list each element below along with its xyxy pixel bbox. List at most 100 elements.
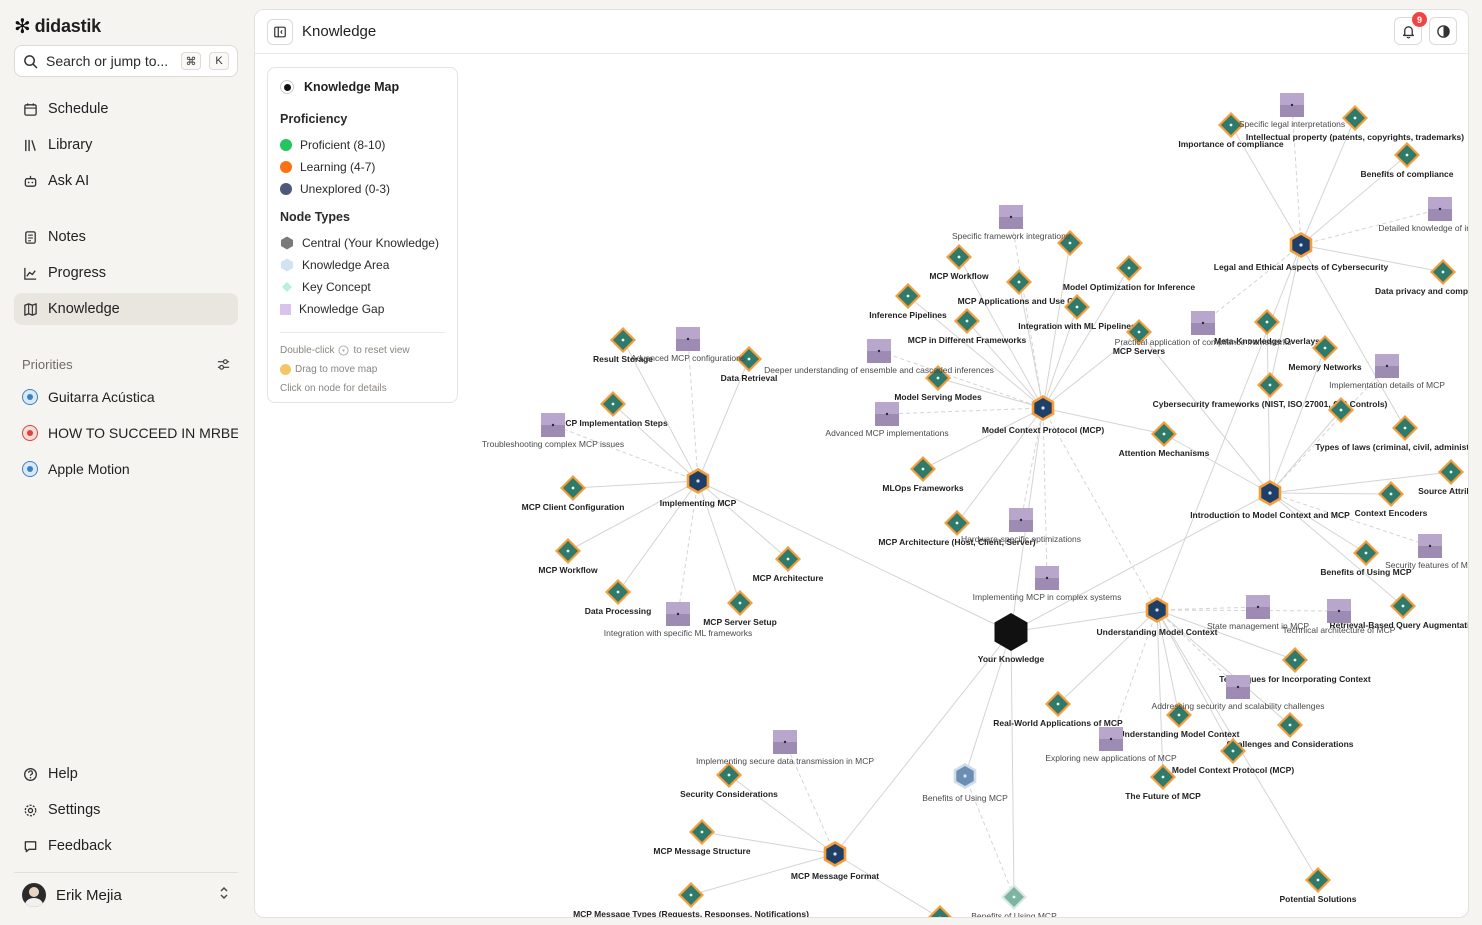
graph-node-concept[interactable]: Intellectual property (patents, copyrigh… <box>1246 105 1464 142</box>
nav-feedback[interactable]: Feedback <box>14 830 238 862</box>
graph-node-gap[interactable]: Addressing security and scalability chal… <box>1152 675 1325 711</box>
graph-node-gap[interactable]: Detailed knowledge of internati... <box>1378 197 1469 233</box>
graph-node-concept[interactable]: Attention Mechanisms <box>1119 421 1210 458</box>
graph-node-concept[interactable]: Security Considerations <box>680 762 778 799</box>
graph-node-gap[interactable]: State management in MCP <box>1207 595 1309 631</box>
graph-node-concept[interactable]: MCP Architecture <box>753 546 824 583</box>
theme-toggle-button[interactable] <box>1429 17 1457 45</box>
legend-title-text: Knowledge Map <box>304 80 400 94</box>
graph-node-concept[interactable]: MCP Client Configuration <box>522 475 625 512</box>
nav-help[interactable]: Help <box>14 758 238 790</box>
graph-node-concept[interactable] <box>1057 230 1083 256</box>
gap-square-highlight <box>1327 599 1351 611</box>
priority-item-apple-motion[interactable]: Apple Motion <box>14 454 238 484</box>
graph-node-area[interactable]: Understanding Model Context <box>1097 597 1218 637</box>
graph-node-concept[interactable]: Data privacy and compliance (G... <box>1375 259 1469 296</box>
graph-node-concept[interactable]: Real-World Applications of MCP <box>993 691 1123 728</box>
nav-library[interactable]: Library <box>14 129 238 161</box>
graph-node-concept[interactable] <box>927 905 953 918</box>
graph-node-concept[interactable]: Challenges and Considerations <box>1226 712 1354 749</box>
graph-node-concept[interactable]: Techniques for Incorporating Context <box>1219 647 1371 684</box>
graph-node-concept[interactable]: Meta-Knowledge Overlays <box>1214 309 1320 346</box>
graph-node-concept[interactable]: Integration with ML Pipelines <box>1018 294 1136 331</box>
graph-node-concept[interactable]: MCP Architecture (Host, Client, Server) <box>878 510 1036 547</box>
graph-node-concept[interactable]: Importance of compliance <box>1178 112 1284 149</box>
graph-node-gap[interactable]: Specific legal interpretations <box>1239 93 1345 129</box>
graph-node-concept[interactable]: Potential Solutions <box>1280 867 1357 904</box>
graph-node-area[interactable]: Introduction to Model Context and MCP <box>1190 480 1350 520</box>
graph-edge <box>697 358 750 482</box>
graph-node-gap[interactable]: Technical architecture of MCP <box>1283 599 1396 635</box>
graph-node-concept[interactable]: Cybersecurity frameworks (NIST, ISO 2700… <box>1153 372 1388 409</box>
graph-node-central[interactable]: Your Knowledge <box>978 613 1045 664</box>
graph-node-concept[interactable]: Memory Networks <box>1288 335 1362 372</box>
nav-progress[interactable]: Progress <box>14 257 238 289</box>
graph-node-concept[interactable]: MCP Workflow <box>538 538 598 575</box>
graph-node-concept[interactable]: MLOps Frameworks <box>882 456 964 493</box>
graph-node-concept[interactable]: MCP Server Setup <box>703 590 777 627</box>
graph-node-concept[interactable]: Retrieval-Based Query Augmentati... <box>1329 593 1469 630</box>
graph-node-area_light[interactable]: Benefits of Using MCP <box>922 763 1008 803</box>
graph-node-gap[interactable]: Integration with specific ML frameworks <box>604 602 753 638</box>
graph-node-gap[interactable]: Security features of M... <box>1385 534 1469 570</box>
graph-node-gap[interactable]: Exploring new applications of MCP <box>1045 727 1177 763</box>
graph-node-concept[interactable]: MCP Message Types (Requests, Responses, … <box>573 882 809 918</box>
graph-node-area[interactable]: MCP Message Format <box>791 841 879 881</box>
nav-notes[interactable]: Notes <box>14 221 238 253</box>
brand-logo[interactable]: ✻ didastik <box>14 16 101 37</box>
graph-node-concept[interactable]: Data Retrieval <box>721 346 778 383</box>
shortcut-key-k: K <box>209 52 229 70</box>
graph-node-concept[interactable]: Result Storage <box>593 327 653 364</box>
nav-schedule[interactable]: Schedule <box>14 93 238 125</box>
graph-node-concept[interactable]: Model Optimization for Inference <box>1063 255 1196 292</box>
graph-node-concept[interactable]: Data Processing <box>585 579 652 616</box>
nav-knowledge[interactable]: Knowledge <box>14 293 238 325</box>
graph-node-concept[interactable]: Context Encoders <box>1355 481 1428 518</box>
graph-node-concept[interactable]: Model Serving Modes <box>894 365 982 402</box>
search-input[interactable]: Search or jump to... ⌘ K <box>14 45 238 77</box>
notifications-button[interactable]: 9 <box>1394 12 1427 45</box>
graph-node-gap[interactable]: Practical application of compliance fram… <box>1115 311 1292 347</box>
graph-node-gap[interactable]: Implementation details of MCP <box>1329 354 1445 390</box>
graph-node-gap[interactable]: Hardware-specific optimizations <box>961 508 1081 544</box>
graph-node-label: Technical architecture of MCP <box>1283 625 1396 635</box>
nav-ask-ai[interactable]: Ask AI <box>14 165 238 197</box>
graph-node-concept[interactable]: The Future of MCP <box>1125 764 1201 801</box>
graph-node-concept[interactable]: MCP Servers <box>1113 319 1166 356</box>
graph-node-gap[interactable]: Implementing MCP in complex systems <box>973 566 1122 602</box>
graph-node-concept[interactable]: MCP Workflow <box>929 244 989 281</box>
priority-item-guitarra[interactable]: Guitarra Acústica <box>14 382 238 412</box>
graph-node-concept[interactable]: Model Context Protocol (MCP) <box>1172 738 1294 775</box>
graph-node-gap[interactable]: Specific framework integrations <box>952 205 1070 241</box>
user-menu[interactable]: Erik Mejia <box>14 880 238 910</box>
graph-node-area[interactable]: Legal and Ethical Aspects of Cybersecuri… <box>1214 232 1389 272</box>
graph-node-area[interactable]: Model Context Protocol (MCP) <box>982 395 1104 435</box>
graph-node-concept[interactable]: Benefits of Using MCP <box>1320 540 1412 577</box>
node-dot-icon <box>1385 364 1389 368</box>
graph-node-concept[interactable] <box>1328 397 1354 423</box>
graph-node-concept[interactable]: Understanding Model Context <box>1119 702 1240 739</box>
graph-edge <box>1010 492 1271 633</box>
sidebar-toggle-button[interactable] <box>267 19 293 45</box>
graph-node-concept[interactable]: MCP Applications and Use C... <box>958 269 1081 306</box>
sliders-icon[interactable] <box>216 357 231 377</box>
graph-edge <box>697 480 741 604</box>
graph-node-concept[interactable]: MCP Implementation Steps <box>558 391 668 428</box>
graph-node-gap[interactable]: Troubleshooting complex MCP issues <box>482 413 624 449</box>
graph-node-concept[interactable]: Source Attribu... <box>1418 459 1469 496</box>
priority-item-mrbeast[interactable]: HOW TO SUCCEED IN MRBE... <box>14 418 238 448</box>
legend-title[interactable]: Knowledge Map <box>280 80 445 94</box>
graph-node-concept_light[interactable]: Benefits of Using MCP <box>971 884 1057 918</box>
graph-node-gap[interactable]: Deeper understanding of ensemble and cas… <box>764 339 994 375</box>
graph-node-concept[interactable]: MCP Message Structure <box>653 819 751 856</box>
graph-node-area[interactable]: Implementing MCP <box>660 468 737 508</box>
graph-node-gap[interactable]: Implementing secure data transmission in… <box>696 730 874 766</box>
graph-node-gap[interactable]: Advanced MCP implementations <box>825 402 949 438</box>
graph-node-concept[interactable]: Types of laws (criminal, civil, administ… <box>1315 415 1469 452</box>
graph-node-concept[interactable]: Inference Pipelines <box>869 283 947 320</box>
graph-node-concept[interactable]: Benefits of compliance <box>1360 142 1454 179</box>
graph-node-concept[interactable]: MCP in Different Frameworks <box>908 308 1027 345</box>
nav-settings[interactable]: Settings <box>14 794 238 826</box>
graph-node-gap[interactable]: Advanced MCP configurations <box>631 327 745 363</box>
